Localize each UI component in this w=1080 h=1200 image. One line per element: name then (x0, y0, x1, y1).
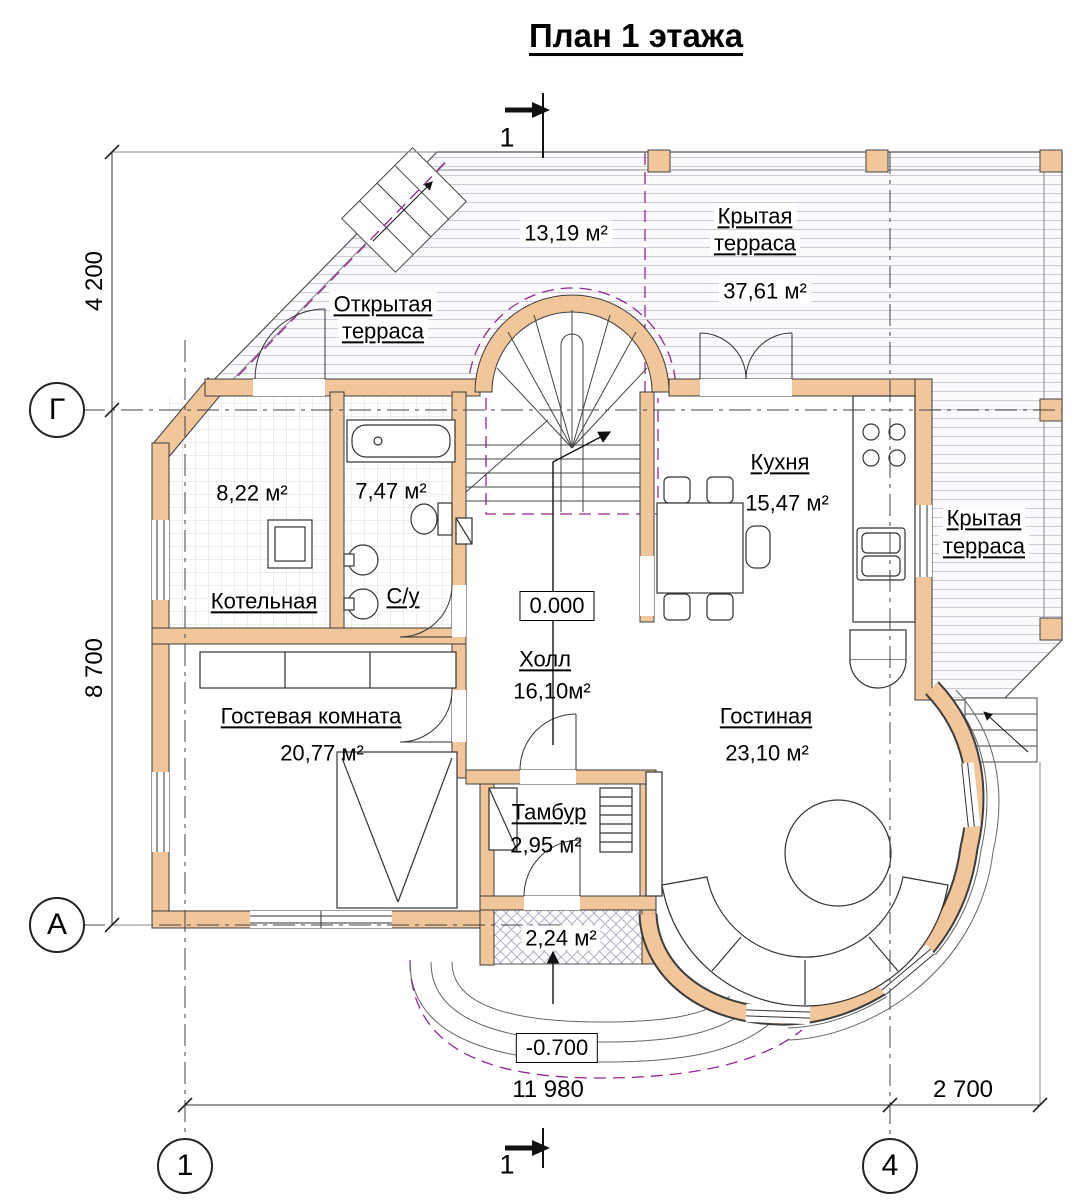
kitchen-sink (856, 527, 906, 581)
stove (862, 423, 906, 467)
room-label-covered-terrace-right-2: терраса (938, 533, 1030, 559)
bay-windows (745, 762, 981, 1025)
dining-set (656, 476, 771, 621)
elevation-mark-ground: 0.000 (519, 591, 595, 621)
room-area-bathroom: 7,47 м² (355, 478, 427, 504)
dimension-left-lower: 8 700 (81, 637, 109, 699)
axis-grid (83, 152, 1062, 1139)
wall-openings (152, 379, 932, 928)
axis-circles (29, 382, 918, 1194)
room-area-porch: 2,24 м² (521, 925, 601, 951)
coffee-table (784, 799, 892, 907)
room-label-open-terrace-2: терраса (337, 318, 429, 344)
room-label-covered-terrace-top-2: терраса (709, 230, 801, 256)
door-swings (254, 308, 793, 897)
wash-basins (343, 544, 379, 620)
axis-label-col-left: 1 (176, 1148, 194, 1182)
furniture-layer (199, 395, 949, 1007)
boiler-unit (267, 519, 313, 569)
room-area-covered-terrace-top: 37,61 м² (719, 278, 811, 304)
room-label-covered-terrace-top-1: Крытая (713, 203, 797, 229)
room-area-hall: 16,10м² (513, 678, 591, 704)
terrace-stairs-top-left (341, 147, 467, 273)
page-title: План 1 этажа (528, 17, 744, 55)
room-label-covered-terrace-right-1: Крытая (942, 505, 1026, 531)
wardrobe (199, 651, 457, 689)
radiator (599, 787, 633, 853)
dimension-left-upper: 4 200 (81, 250, 109, 312)
section-marks (505, 93, 550, 1168)
curved-sofa (661, 876, 949, 1007)
room-area-boiler: 8,22 м² (216, 480, 288, 506)
room-area-living-room: 23,10 м² (725, 740, 809, 766)
toilet (410, 502, 453, 536)
section-mark-top-label: 1 (499, 122, 515, 153)
room-label-kitchen: Кухня (750, 449, 810, 475)
bed (336, 751, 458, 909)
hall-cabinet (488, 787, 518, 851)
room-label-open-terrace-1: Открытая (329, 291, 437, 317)
room-area-guest-room: 20,77 м² (280, 740, 364, 766)
bathtub (346, 419, 456, 463)
elevation-mark-entrance: -0.700 (515, 1033, 599, 1063)
direction-arrows (546, 431, 612, 1004)
fireplace (849, 629, 907, 689)
axis-label-row-bottom: А (46, 907, 68, 941)
axis-label-col-right: 4 (881, 1148, 899, 1182)
vent-duct (455, 517, 473, 545)
dimension-bottom-right: 2 700 (932, 1076, 994, 1104)
room-label-hall: Холл (519, 646, 571, 672)
room-label-guest-room: Гостевая комната (220, 703, 402, 729)
room-area-vestibule: 2,95 м² (510, 832, 582, 858)
section-mark-bottom-label: 1 (499, 1149, 515, 1180)
dimension-bottom-main: 11 980 (512, 1076, 584, 1104)
dimension-lines (104, 144, 1048, 1113)
sliding-door-panel (645, 771, 663, 897)
axis-label-row-top: Г (48, 392, 66, 426)
room-area-open-terrace: 13,19 м² (520, 220, 612, 246)
room-label-vestibule: Тамбур (511, 799, 587, 825)
room-label-bathroom: С/у (386, 583, 420, 609)
kitchen-counter (852, 395, 916, 623)
room-label-living-room: Гостиная (719, 703, 813, 729)
room-area-kitchen: 15,47 м² (745, 490, 829, 516)
room-label-boiler: Котельная (210, 588, 318, 614)
